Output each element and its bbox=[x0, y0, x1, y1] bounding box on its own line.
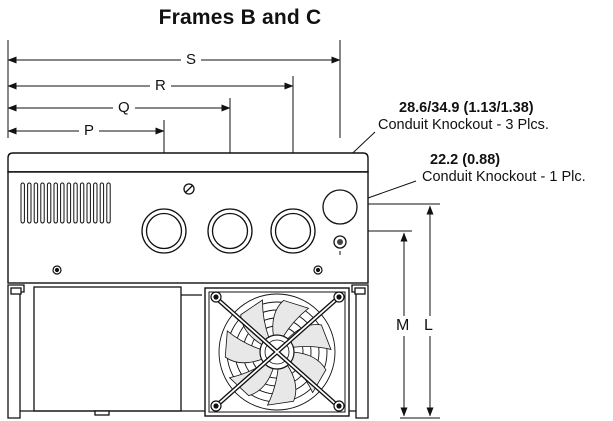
vent-slot bbox=[46, 182, 52, 224]
dimension-l-label: L bbox=[424, 316, 433, 336]
conduit-knockout-2 bbox=[207, 208, 253, 254]
conduit-knockout-3 bbox=[270, 208, 316, 254]
dimension-p-label: P bbox=[79, 123, 100, 139]
vent-slot bbox=[99, 182, 105, 224]
conduit-knockout-1 bbox=[141, 208, 187, 254]
vent-slot bbox=[93, 182, 98, 224]
top-cover bbox=[7, 152, 369, 173]
drawing-title: Frames B and C bbox=[158, 6, 322, 29]
fan-blade bbox=[224, 330, 264, 364]
dimension-q-label: Q bbox=[113, 100, 135, 116]
housing-bottom-screws bbox=[52, 265, 323, 275]
fan-guard-ring bbox=[218, 293, 336, 411]
cooling-fan bbox=[204, 287, 350, 417]
ventilation-slots bbox=[20, 182, 111, 224]
vent-slot bbox=[106, 182, 111, 224]
fan-blade bbox=[272, 299, 310, 338]
callout-knockout-3-size: 28.6/34.9 (1.13/1.38) bbox=[399, 100, 534, 116]
callout-leader-2 bbox=[367, 180, 417, 199]
vent-slot bbox=[66, 182, 72, 224]
callout-knockout-3: 28.6/34.9 (1.13/1.38) Conduit Knockout -… bbox=[378, 100, 549, 134]
heatsink-base bbox=[7, 284, 369, 419]
callout-knockout-1-desc: Conduit Knockout - 1 Plc. bbox=[422, 169, 586, 185]
vent-slot bbox=[53, 182, 58, 224]
housing-screw bbox=[183, 183, 195, 195]
vent-slot bbox=[79, 182, 85, 224]
vent-slot bbox=[40, 182, 45, 224]
dimension-r-label: R bbox=[150, 78, 171, 94]
callout-knockout-3-desc: Conduit Knockout - 3 Plcs. bbox=[378, 117, 549, 133]
vent-slot bbox=[60, 182, 65, 224]
conduit-knockout-small bbox=[322, 189, 358, 225]
fan-blade bbox=[240, 299, 270, 346]
callout-knockout-1-size: 22.2 (0.88) bbox=[430, 152, 501, 168]
dimension-m-label: M bbox=[396, 316, 410, 336]
vent-slot bbox=[86, 182, 91, 224]
vent-slot bbox=[27, 182, 32, 224]
vent-slot bbox=[33, 182, 39, 224]
ground-terminal bbox=[333, 235, 347, 255]
dimension-s-label: S bbox=[181, 52, 202, 68]
callout-knockout-1: 22.2 (0.88) Conduit Knockout - 1 Plc. bbox=[422, 152, 586, 186]
vent-slot bbox=[73, 182, 78, 224]
fan-blade bbox=[266, 364, 297, 406]
vent-slot bbox=[20, 182, 25, 224]
